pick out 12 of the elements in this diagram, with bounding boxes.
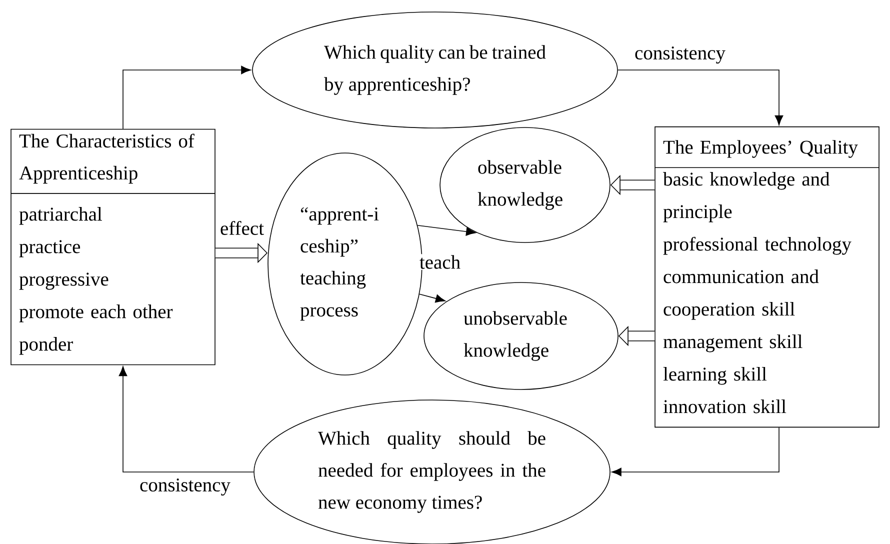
arrow	[612, 427, 780, 476]
arrow	[419, 294, 446, 303]
edge-label: consistency	[138, 477, 232, 497]
edge-label: consistency	[634, 45, 726, 65]
edge-label: effect	[219, 220, 266, 236]
arrow	[122, 66, 251, 130]
arrow	[618, 70, 784, 126]
arrow	[417, 225, 476, 236]
arrow	[118, 366, 254, 472]
list-box: The Employees’ Quality basic knowledge and principle professional technology communication and cooperation skill management skill learning skill innovation skill	[654, 126, 880, 428]
list-box: The Characteristics of Apprenticeship patriarchal practice progressive promote each other ponder	[10, 128, 216, 366]
edge-label: teach	[418, 254, 462, 270]
